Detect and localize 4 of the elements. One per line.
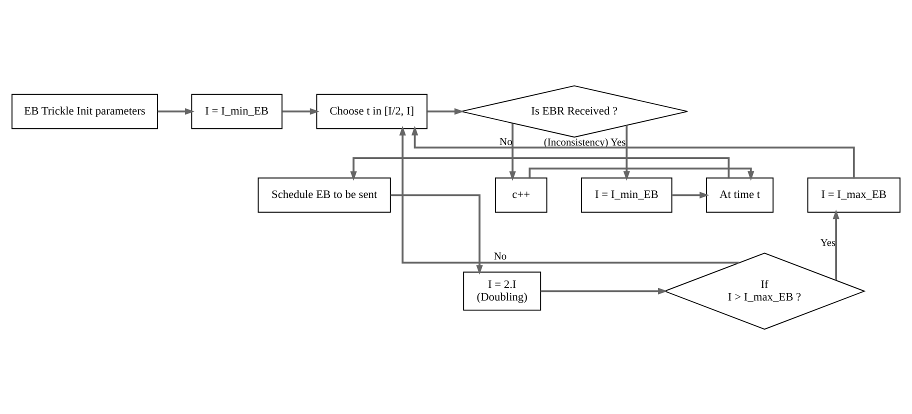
edge-label: No [494,251,507,262]
edge-label: Yes [820,238,836,249]
edge-label: No [500,136,512,148]
edge-label: (Inconsistency) Yes [544,137,626,148]
